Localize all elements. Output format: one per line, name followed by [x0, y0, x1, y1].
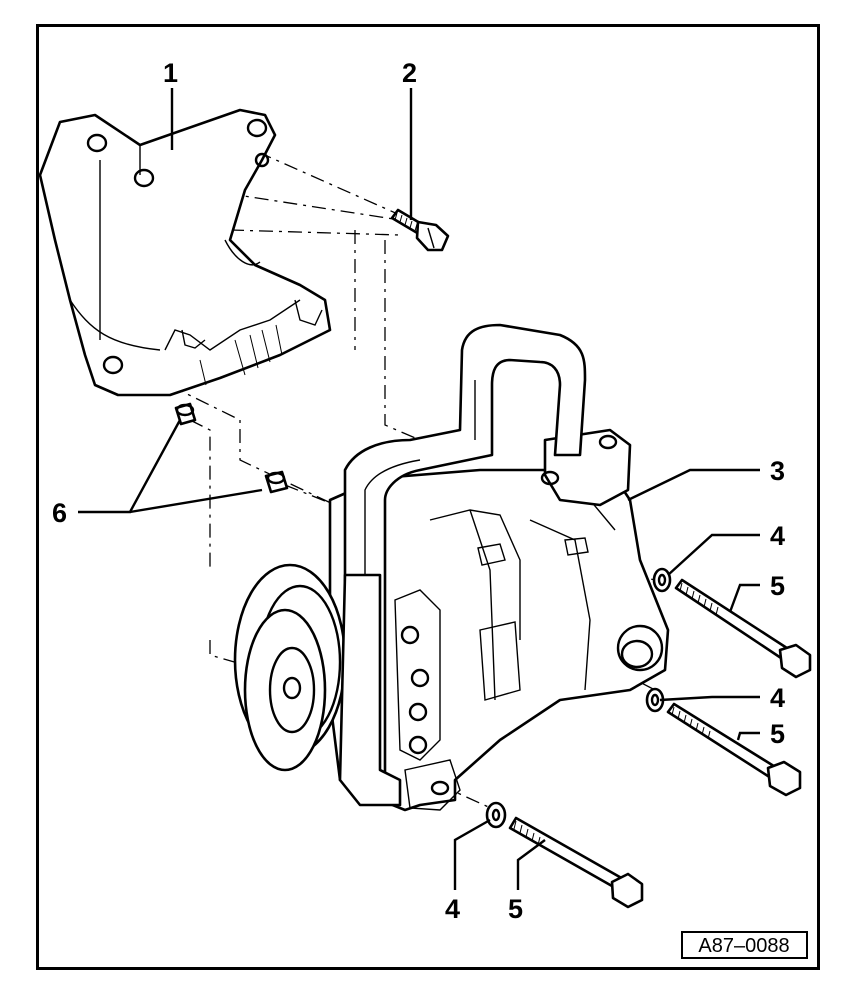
bolt-2	[390, 208, 450, 252]
callout-3: 3	[770, 456, 785, 486]
bolt-upper	[674, 578, 812, 679]
figure-id: A87–0088	[698, 935, 789, 957]
callout-4-middle: 4	[770, 683, 785, 713]
callout-4-upper: 4	[770, 521, 785, 551]
bracket	[38, 108, 332, 397]
bushings	[174, 402, 289, 494]
diagram-frame	[36, 24, 820, 970]
washer-upper	[652, 567, 672, 593]
bolt-middle	[666, 702, 802, 797]
callout-5-upper: 5	[770, 571, 785, 601]
callout-5-middle: 5	[770, 719, 785, 749]
callout-1: 1	[163, 58, 178, 88]
callout-2: 2	[402, 58, 417, 88]
callout-4-lower: 4	[445, 894, 460, 924]
washer-middle	[645, 687, 665, 713]
callout-6: 6	[52, 498, 67, 528]
callout-5-lower: 5	[508, 894, 523, 924]
figure-id-box	[681, 931, 808, 959]
bolt-lower	[508, 816, 644, 909]
washer-lower	[485, 801, 507, 829]
leader-lines	[78, 88, 760, 890]
compressor	[233, 323, 670, 812]
